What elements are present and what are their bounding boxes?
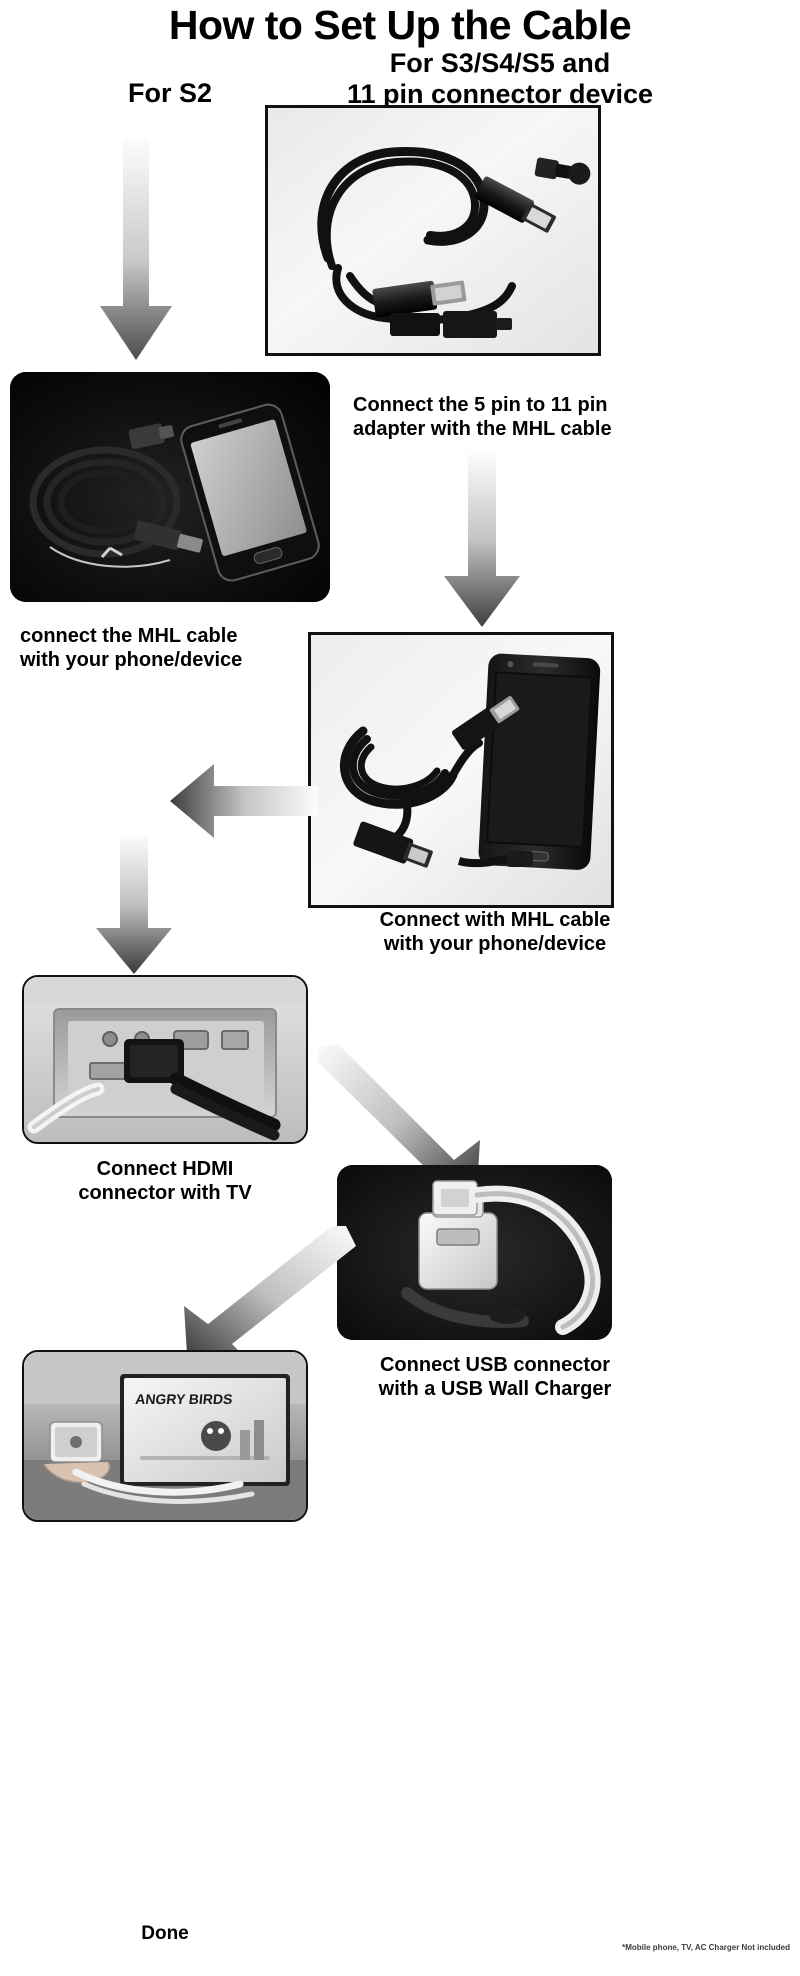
- caption-mhl-left: connect the MHL cable with your phone/de…: [20, 624, 320, 672]
- photo-phone-connected-image: [311, 635, 611, 905]
- photo-tv-mirroring: ANGRY BIRDS: [22, 1350, 308, 1522]
- arrow-mhl-left: [168, 762, 318, 840]
- photo-s2-phone-cable: [10, 372, 330, 602]
- caption-mhl-left-line2: with your phone/device: [20, 649, 243, 671]
- caption-mhl-right-line1: Connect with MHL cable: [379, 909, 611, 931]
- page-title: How to Set Up the Cable: [168, 2, 632, 48]
- photo-cable-kit: [265, 105, 601, 356]
- photo-s2-phone-cable-image: [10, 372, 330, 602]
- header-for-s2: For S2: [40, 78, 300, 109]
- caption-mhl-right-line2: with your phone/device: [383, 933, 607, 955]
- disclaimer-text: *Mobile phone, TV, AC Charger Not includ…: [622, 1943, 790, 1952]
- arrow-done-diagonal-icon: [184, 1226, 356, 1370]
- caption-mhl-right: Connect with MHL cable with your phone/d…: [330, 908, 660, 956]
- arrow-usb-diagonal-icon: [318, 1044, 480, 1200]
- arrow-done-diagonal: [170, 1220, 360, 1370]
- caption-hdmi: Connect HDMI connector with TV: [20, 1157, 310, 1205]
- caption-usb: Connect USB connector with a USB Wall Ch…: [330, 1353, 660, 1401]
- caption-adapter-line1: Connect the 5 pin to 11 pin: [353, 394, 608, 416]
- photo-usb-wall-charger-image: [337, 1165, 612, 1340]
- arrow-adapter-down: [440, 452, 524, 630]
- caption-done: Done: [141, 1923, 189, 1944]
- caption-usb-line2: with a USB Wall Charger: [378, 1378, 612, 1400]
- header-for-s2-label: For S2: [127, 78, 213, 108]
- header-for-s3-s4-s5: For S3/S4/S5 and 11 pin connector device: [300, 48, 700, 110]
- photo-phone-connected: [308, 632, 614, 908]
- photo-cable-kit-image: [268, 108, 598, 353]
- caption-hdmi-line1: Connect HDMI: [96, 1158, 234, 1180]
- arrow-hdmi-down-icon: [96, 836, 172, 974]
- caption-usb-line1: Connect USB connector: [379, 1354, 611, 1376]
- arrow-usb-diagonal: [300, 1040, 490, 1200]
- arrow-mhl-left-icon: [170, 764, 318, 838]
- arrow-adapter-down-icon: [444, 452, 520, 627]
- photo-usb-wall-charger: [337, 1165, 612, 1340]
- caption-hdmi-line2: connector with TV: [78, 1182, 252, 1204]
- photo-tv-hdmi-port: [22, 975, 308, 1144]
- header-for-s3-line1: For S3/S4/S5 and: [389, 48, 611, 78]
- arrow-hdmi-down: [92, 836, 176, 976]
- arrow-s2-down-icon: [100, 138, 172, 360]
- header-for-s3-line2: 11 pin connector device: [346, 78, 654, 109]
- caption-adapter: Connect the 5 pin to 11 pin adapter with…: [353, 393, 653, 441]
- arrow-s2-down: [96, 138, 176, 363]
- caption-adapter-line2: adapter with the MHL cable: [353, 418, 612, 440]
- photo-tv-hdmi-port-image: [24, 977, 306, 1142]
- caption-mhl-left-line1: connect the MHL cable: [20, 625, 238, 647]
- svg-text:ANGRY BIRDS: ANGRY BIRDS: [135, 1391, 234, 1407]
- photo-tv-mirroring-image: ANGRY BIRDS: [24, 1352, 306, 1520]
